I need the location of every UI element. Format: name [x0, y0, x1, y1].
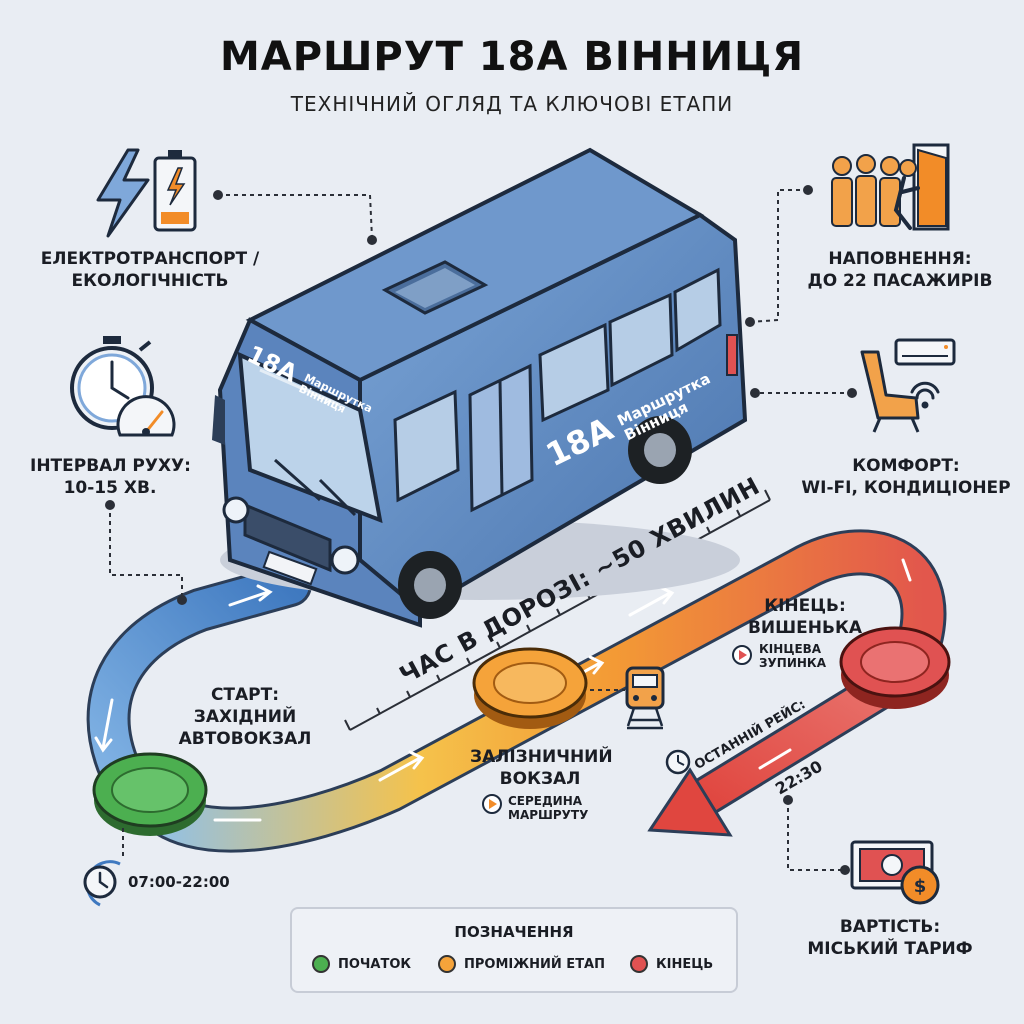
lightning-icon [96, 148, 150, 238]
battery-icon [153, 150, 197, 232]
bus-wheel-rear [628, 416, 692, 484]
feature-electric: ЕЛЕКТРОТРАНСПОРТ / ЕКОЛОГІЧНІСТЬ [30, 248, 270, 292]
stop-end-line1: КІНЕЦЬ: [764, 596, 846, 616]
feature-interval-line1: ІНТЕРВАЛ РУХУ: [30, 456, 191, 476]
stop-middle-line1: ЗАЛІЗНИЧНИЙ [470, 747, 613, 767]
stop-start: СТАРТ: ЗАХІДНИЙ АВТОВОКЗАЛ [175, 684, 315, 750]
connector-dots [105, 185, 857, 875]
legend-label-start: ПОЧАТОК [338, 956, 412, 972]
page-title: МАРШРУТ 18А ВІННИЦЯ [219, 34, 805, 80]
stop-middle-note: СЕРЕДИНА МАРШРУТУ [508, 794, 588, 822]
return-arrowhead [647, 767, 733, 837]
stop-end-line2: ВИШЕНЬКА [747, 618, 863, 638]
wifi-icon [910, 381, 940, 409]
feature-electric-line2: ЕКОЛОГІЧНІСТЬ [71, 271, 229, 291]
stop-start-line3: АВТОВОКЗАЛ [178, 729, 312, 749]
start-marker [92, 752, 208, 836]
stop-end-note: КІНЦЕВА ЗУПИНКА [759, 642, 826, 670]
connectors [109, 189, 852, 871]
stop-start-line1: СТАРТ: [210, 685, 280, 705]
legend-dot-end [630, 955, 648, 973]
feature-capacity-line1: НАПОВНЕННЯ: [828, 249, 972, 269]
legend-label-middle: ПРОМІЖНИЙ ЕТАП [464, 956, 606, 972]
speedometer-icon [116, 395, 176, 437]
operating-hours: 07:00-22:00 [128, 873, 230, 891]
svg-text:$: $ [914, 876, 927, 897]
feature-capacity-line2: ДО 22 ПАСАЖИРІВ [807, 271, 993, 291]
legend-dot-middle [438, 955, 456, 973]
air-conditioner-icon [894, 338, 956, 366]
clock-icon [83, 860, 121, 907]
page-subtitle: ТЕХНІЧНИЙ ОГЛЯД ТА КЛЮЧОВІ ЕТАПИ [290, 92, 734, 116]
feature-price-line2: МІСЬКИЙ ТАРИФ [807, 939, 973, 959]
feature-price: ВАРТІСТЬ: МІСЬКИЙ ТАРИФ [800, 916, 980, 960]
middle-marker [472, 647, 588, 729]
passengers-icon [831, 154, 901, 227]
stop-middle-line2: ВОКЗАЛ [499, 769, 581, 789]
feature-price-line1: ВАРТІСТЬ: [839, 917, 941, 937]
play-icon-middle [482, 794, 502, 814]
stop-end-note-line1: КІНЦЕВА [759, 642, 822, 656]
legend-title: ПОЗНАЧЕННЯ [454, 923, 574, 941]
legend-label-end: КІНЕЦЬ [656, 956, 714, 972]
bus-illustration [212, 147, 748, 628]
end-marker [839, 626, 951, 709]
stop-end: КІНЕЦЬ: ВИШЕНЬКА [735, 595, 875, 639]
feature-capacity: НАПОВНЕННЯ: ДО 22 ПАСАЖИРІВ [800, 248, 1000, 292]
stop-start-line2: ЗАХІДНИЙ [193, 707, 297, 727]
play-icon-end [732, 645, 752, 665]
coin-icon: $ [900, 865, 940, 905]
legend-item-end: КІНЕЦЬ [630, 955, 713, 973]
legend-dot-start [312, 955, 330, 973]
feature-interval: ІНТЕРВАЛ РУХУ: 10-15 ХВ. [30, 455, 191, 499]
legend-item-start: ПОЧАТОК [312, 955, 411, 973]
feature-comfort-line1: КОМФОРТ: [852, 456, 960, 476]
legend: ПОЗНАЧЕННЯ ПОЧАТОК ПРОМІЖНИЙ ЕТАП КІНЕЦЬ [290, 907, 738, 993]
feature-comfort: КОМФОРТ: WI-FI, КОНДИЦІОНЕР [796, 455, 1016, 499]
bus-wheel-front [398, 551, 462, 619]
train-icon [625, 666, 665, 730]
stop-end-note-line2: ЗУПИНКА [759, 656, 827, 670]
legend-item-middle: ПРОМІЖНИЙ ЕТАП [438, 955, 605, 973]
feature-interval-line2: 10-15 ХВ. [63, 478, 157, 498]
feature-electric-line1: ЕЛЕКТРОТРАНСПОРТ / [40, 249, 260, 269]
feature-comfort-line2: WI-FI, КОНДИЦІОНЕР [801, 478, 1011, 498]
door-icon [893, 143, 950, 231]
last-trip-clock-icon [665, 749, 691, 775]
stop-middle-note-line1: СЕРЕДИНА [508, 794, 583, 808]
stop-middle: ЗАЛІЗНИЧНИЙ ВОКЗАЛ [470, 746, 613, 790]
stop-middle-note-line2: МАРШРУТУ [508, 808, 589, 822]
